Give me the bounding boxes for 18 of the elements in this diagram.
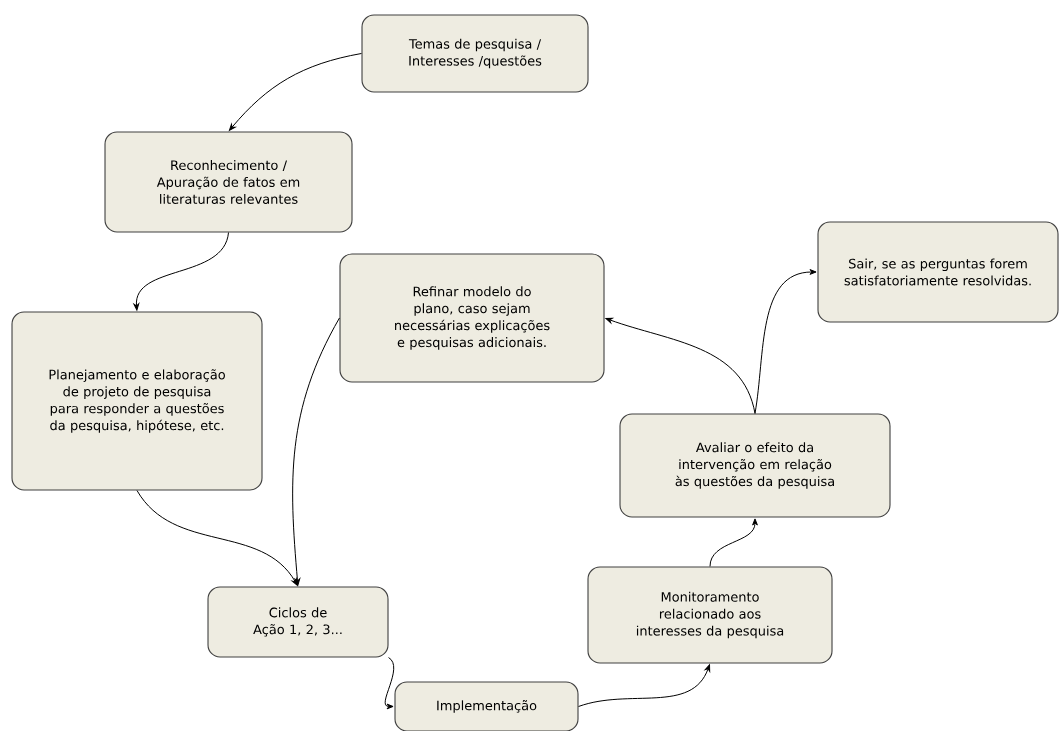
arrow [228, 53, 362, 131]
arrow [754, 269, 817, 414]
process-box: Avaliar o efeito da intervenção em relação às questões da pesquisa [619, 413, 891, 518]
process-box: Reconhecimento / Apuração de fatos em literaturas relevantes [104, 131, 353, 233]
arrow [384, 657, 395, 710]
arrow [578, 664, 711, 707]
process-box: Ciclos de Ação 1, 2, 3... [207, 586, 389, 658]
arrow [605, 317, 756, 414]
arrow [133, 232, 229, 311]
process-box: Sair, se as perguntas forem satisfatoriamente resolvidas. [817, 221, 1059, 323]
arrow [292, 317, 340, 586]
process-box: Monitoramento relacionado aos interesses da pesquisa [587, 566, 833, 664]
process-box: Temas de pesquisa / Interesses /questões [361, 14, 589, 93]
arrow [136, 490, 298, 586]
process-box: Planejamento e elaboração de projeto de pesquisa para responder a questões da pesquisa, hipótese, etc. [11, 311, 263, 491]
process-box: Refinar modelo do plano, caso sejam necessárias explicações e pesquisas adicionais. [339, 253, 605, 383]
arrow [709, 518, 758, 567]
process-box: Implementação [394, 681, 579, 731]
